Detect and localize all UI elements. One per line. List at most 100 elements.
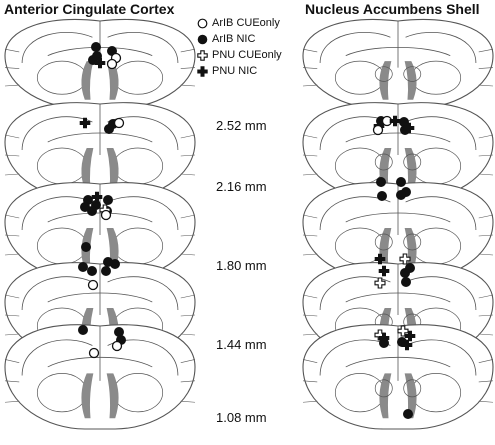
nac-section-4-division-line: [478, 294, 494, 299]
nac-section-3-ventricle-right: [404, 228, 417, 270]
acc-section-4-division-line: [180, 294, 196, 299]
nac-section-5-accumbens-right: [403, 379, 422, 398]
nac-section-3-accumbens-right: [403, 233, 422, 251]
marker-arib-nic: [81, 242, 91, 252]
acc-section-4-cortex-contour: [21, 276, 179, 311]
marker-arib-nic: [403, 409, 413, 419]
acc-section-4-division-line: [180, 314, 196, 317]
acc-section-4-division-line: [4, 294, 20, 299]
legend-label: PNU NIC: [212, 65, 258, 77]
nac-section-5-division-line: [302, 400, 318, 403]
nac-section-1-accumbens-left: [374, 66, 393, 82]
nac-section-1-division-line: [478, 48, 494, 53]
nac-section-4-corpus-callosum: [345, 292, 451, 303]
acc-section-3-division-line: [4, 214, 20, 219]
acc-section-4-division-line: [4, 314, 20, 317]
marker-arib-cueonly: [106, 58, 118, 70]
nac-section-2-division-line: [302, 134, 318, 139]
level-label: 2.52 mm: [216, 118, 267, 133]
marker-pnu-nic: [403, 122, 415, 134]
nac-section-4-division-line: [478, 314, 494, 317]
acc-section-2-ventricle-left: [81, 148, 94, 190]
marker-pnu-nic: [404, 330, 416, 342]
nac-section-2-ventricle-right: [404, 148, 417, 190]
marker-arib-nic: [80, 202, 90, 212]
level-label: 2.16 mm: [216, 179, 267, 194]
title-nucleus-accumbens-shell: Nucleus Accumbens Shell: [305, 1, 480, 17]
nac-section-5-division-line: [478, 380, 494, 383]
acc-section-3-division-line: [180, 214, 196, 219]
acc-section-4-division-line: [4, 333, 20, 336]
nac-section-3-division-line: [302, 214, 318, 219]
nac-section-1-division-line: [478, 84, 494, 87]
acc-section-1-division-line: [4, 67, 20, 69]
nac-section-1-cortex-contour: [319, 31, 477, 64]
acc-section-3-corpus-callosum: [47, 212, 153, 223]
nac-section-5-corpus-callosum: [345, 356, 451, 368]
acc-section-1-ventricle-left: [81, 61, 94, 100]
acc-section-2-division-line: [180, 173, 196, 176]
nac-section-5-division-line: [302, 380, 318, 383]
nac-section-2-corpus-callosum: [345, 132, 451, 143]
nac-section-2-division-line: [478, 134, 494, 139]
acc-section-5-ventricle-left: [81, 373, 94, 419]
acc-section-1-ventricle-right: [106, 61, 119, 100]
marker-arib-nic: [114, 327, 124, 337]
marker-arib-nic: [401, 277, 411, 287]
acc-section-5-corpus-callosum: [47, 356, 153, 368]
marker-pnu-nic: [389, 115, 401, 127]
title-anterior-cingulate-cortex: Anterior Cingulate Cortex: [4, 1, 175, 17]
nac-section-4-division-line: [302, 333, 318, 336]
acc-section-5-ventricle-right: [106, 373, 119, 419]
nac-section-1-division-line: [302, 48, 318, 53]
acc-section-1-division-line: [180, 48, 196, 53]
marker-pnu-cueonly: [399, 253, 411, 265]
acc-section-2-division-line: [180, 134, 196, 139]
legend: ArIB CUEonly ArIB NIC PNU CUEonly PNU NI…: [197, 15, 282, 79]
acc-section-5-division-line: [4, 359, 20, 363]
acc-section-1-cortex-contour: [21, 31, 179, 64]
nac-section-1-division-line: [478, 67, 494, 69]
marker-arib-nic: [379, 338, 389, 348]
nac-section-1-ventricle-right: [404, 61, 417, 100]
nac-section-5-division-line: [302, 359, 318, 363]
marker-pnu-nic: [91, 191, 103, 203]
marker-pnu-nic: [79, 117, 91, 129]
acc-section-3-division-line: [180, 234, 196, 237]
legend-label: ArIB NIC: [212, 33, 256, 45]
marker-arib-cueonly: [87, 279, 99, 291]
nac-section-2-division-line: [478, 173, 494, 176]
acc-section-2-division-line: [4, 173, 20, 176]
marker-arib-cueonly: [113, 117, 125, 129]
marker-arib-nic: [399, 117, 409, 127]
marker-arib-cueonly: [111, 340, 123, 352]
nac-section-5-ventricle-left: [379, 373, 392, 419]
nac-section-5-ventricle-right: [404, 373, 417, 419]
nac-section-3-division-line: [478, 253, 494, 256]
nac-section-5-accumbens-left: [374, 379, 393, 398]
open-cross-marker-icon: [197, 49, 208, 61]
acc-section-5-division-line: [180, 359, 196, 363]
marker-arib-nic: [396, 190, 406, 200]
nac-section-2-division-line: [302, 173, 318, 176]
legend-label: PNU CUEonly: [212, 49, 282, 61]
acc-section-5-division-line: [4, 380, 20, 383]
marker-arib-nic: [78, 325, 88, 335]
marker-arib-nic: [87, 266, 97, 276]
marker-arib-nic: [101, 266, 111, 276]
marker-pnu-nic: [378, 265, 390, 277]
legend-label: ArIB CUEonly: [212, 17, 280, 29]
level-label: 1.44 mm: [216, 337, 267, 352]
nac-section-2-division-line: [302, 154, 318, 157]
acc-section-3-division-line: [4, 234, 20, 237]
marker-pnu-cueonly: [374, 277, 386, 289]
acc-section-5-division-line: [4, 400, 20, 403]
marker-arib-nic: [396, 177, 406, 187]
nac-section-5-division-line: [478, 400, 494, 403]
filled-circle-marker-icon: [197, 34, 208, 44]
nac-section-3-division-line: [302, 253, 318, 256]
nac-section-5-division-line: [478, 359, 494, 363]
nac-section-2-accumbens-right: [403, 153, 422, 171]
level-label: 1.80 mm: [216, 258, 267, 273]
